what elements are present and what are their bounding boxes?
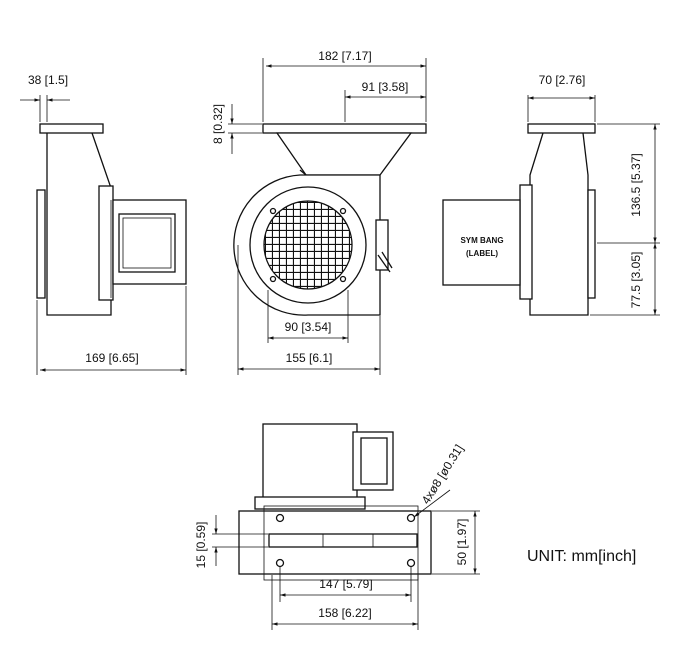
- dim-grille: 90 [3.54]: [285, 320, 332, 334]
- dim-right-lower: 77.5 [3.05]: [629, 252, 643, 309]
- dim-slot: 15 [0.59]: [194, 522, 208, 569]
- dim-front-width: 155 [6.1]: [286, 351, 333, 365]
- dim-base-height: 50 [1.97]: [455, 519, 469, 566]
- bottom-view: [238, 423, 432, 581]
- left-side-view: [36, 123, 187, 316]
- label-note: (LABEL): [466, 249, 498, 258]
- dim-mounting-holes: 4xø8 [ø0.31]: [419, 442, 467, 507]
- label-brand: SYM BANG: [460, 236, 503, 245]
- dim-base-inner: 147 [5.79]: [319, 577, 372, 591]
- dim-outlet-width: 182 [7.17]: [318, 49, 371, 63]
- dim-right-upper: 136.5 [5.37]: [629, 153, 643, 216]
- dim-right-width: 70 [2.76]: [539, 73, 586, 87]
- front-view: [233, 123, 427, 316]
- dim-left-width: 38 [1.5]: [28, 73, 68, 87]
- right-side-view: SYM BANG (LABEL): [442, 123, 596, 316]
- dim-base-outer: 158 [6.22]: [318, 606, 371, 620]
- dim-flange-inch: 8 [0.32]: [211, 104, 225, 144]
- unit-label: UNIT: mm[inch]: [527, 548, 637, 565]
- dim-outlet-half: 91 [3.58]: [362, 80, 409, 94]
- dimension-lines: 38 [1.5] 169 [6.65] 182 [7.17] 91 [3.58]…: [20, 49, 660, 630]
- dim-left-depth: 169 [6.65]: [85, 351, 138, 365]
